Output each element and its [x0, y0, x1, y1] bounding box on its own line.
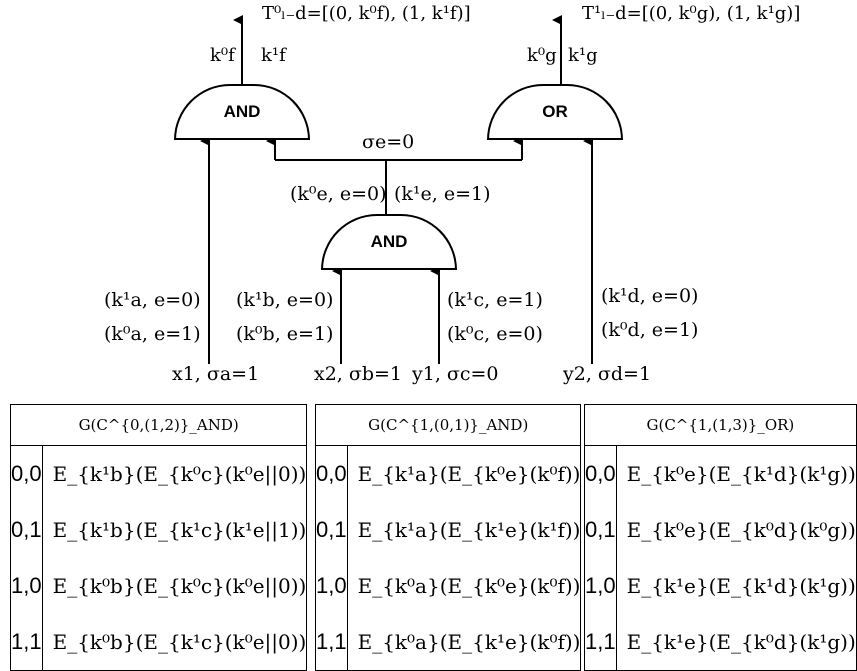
- output-k1-or: k¹g: [568, 45, 598, 66]
- input-x1: x1, σa=1: [172, 363, 260, 385]
- sigma-e-label: σe=0: [362, 131, 415, 153]
- wire-label-d-top: (k¹d, e=0): [601, 285, 699, 307]
- circuit-wires: [200, 15, 593, 364]
- table-title: G(C^{1,(0,1)}_AND): [315, 404, 581, 446]
- wire-label-d-bottom: (k⁰d, e=1): [601, 319, 699, 341]
- wire-label-a-bottom: (k⁰a, e=1): [104, 323, 201, 345]
- wire-label-c-top: (k¹c, e=1): [447, 289, 543, 311]
- table-title: G(C^{1,(1,3)}_OR): [584, 404, 857, 446]
- output-k0-and: k⁰f: [210, 45, 235, 66]
- wire-label-e0: (k⁰e, e=0): [290, 183, 387, 205]
- table-title: G(C^{0,(1,2)}_AND): [10, 404, 307, 446]
- wire-label-e1: (k¹e, e=1): [394, 183, 491, 205]
- input-y2: y2, σd=1: [563, 363, 652, 385]
- wire-label-b-top: (k¹b, e=0): [236, 289, 334, 311]
- wire-label-c-bottom: (k⁰c, e=0): [447, 323, 543, 345]
- output-k0-or: k⁰g: [527, 45, 557, 66]
- wire-label-a-top: (k¹a, e=0): [104, 289, 201, 311]
- wire-label-b-bottom: (k⁰b, e=1): [236, 323, 334, 345]
- output-table-and: T⁰ₗ₋d=[(0, k⁰f), (1, k¹f)]: [262, 3, 471, 24]
- input-y1: y1, σc=0: [412, 363, 499, 385]
- output-table-or: T¹ₗ₋d=[(0, k⁰g), (1, k¹g)]: [582, 3, 801, 24]
- output-k1-and: k¹f: [261, 45, 286, 66]
- input-x2: x2, σb=1: [314, 363, 403, 385]
